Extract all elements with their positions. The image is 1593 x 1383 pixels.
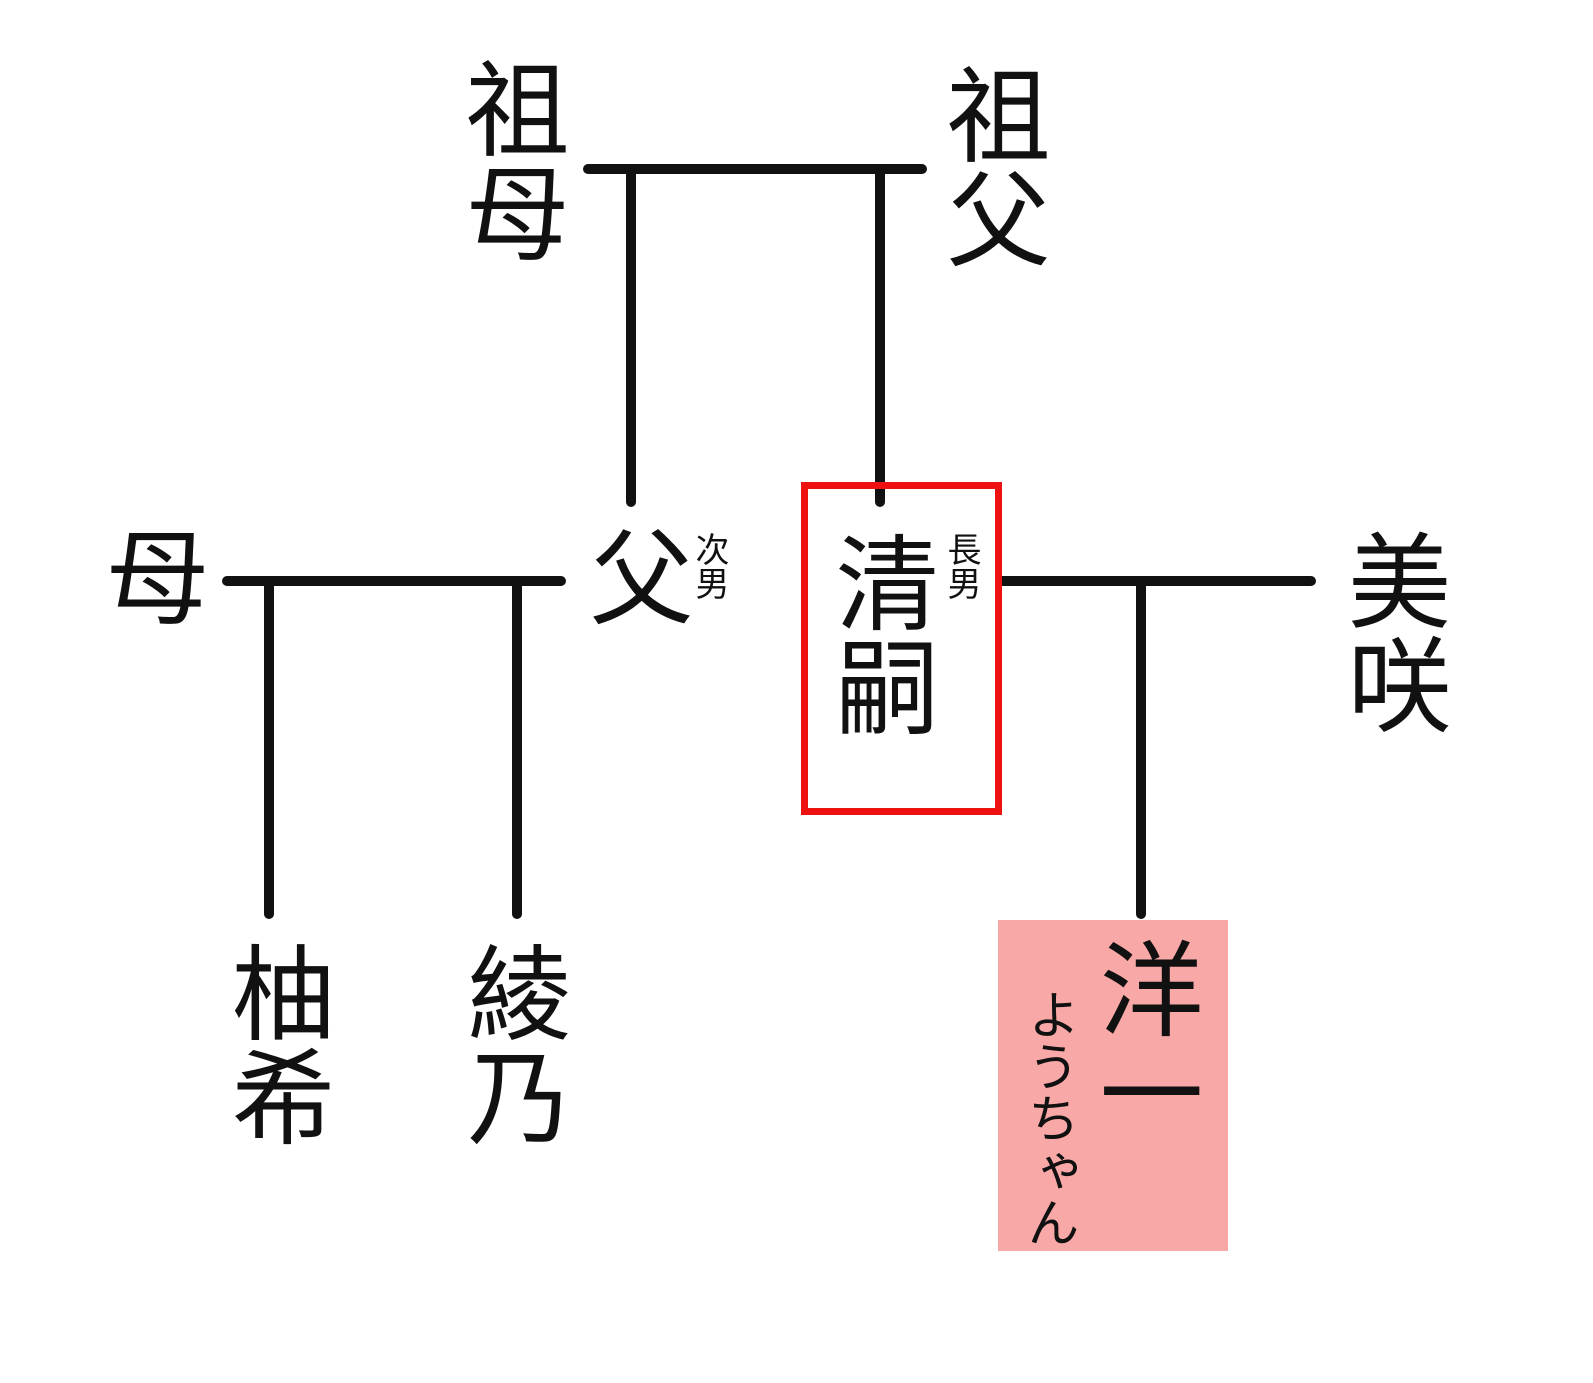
- kiyotsugu-misaki-to-yoichi-line: [1136, 581, 1146, 919]
- father-name: 父: [571, 524, 693, 628]
- parents-to-yuki-line: [264, 581, 274, 919]
- yuki-name: 柚希: [213, 940, 335, 1148]
- grandfather-name: 祖父: [928, 62, 1050, 270]
- grandparents-to-kiyotsugu-line: [875, 169, 885, 507]
- father-note: 次男: [689, 532, 729, 600]
- ayano-name: 綾乃: [449, 940, 571, 1148]
- misaki-name: 美咲: [1329, 528, 1451, 736]
- kiyotsugu-highlight-box: [801, 482, 1002, 815]
- grandparents-marriage-line: [583, 164, 927, 174]
- yoichi-reading: ようちゃん: [1018, 988, 1078, 1248]
- kiyotsugu-note: 長男: [941, 532, 981, 600]
- parents-marriage-line: [222, 576, 566, 586]
- parents-to-ayano-line: [512, 581, 522, 919]
- kiyotsugu-misaki-marriage-line: [997, 576, 1316, 586]
- kiyotsugu-name: 清嗣: [817, 530, 939, 738]
- yoichi-name: 洋一: [1081, 936, 1203, 1144]
- grandparents-to-father-line: [626, 169, 636, 507]
- yoichi-highlight-box: [998, 920, 1228, 1251]
- grandmother-name: 祖母: [447, 56, 569, 264]
- mother-name: 母: [87, 524, 209, 628]
